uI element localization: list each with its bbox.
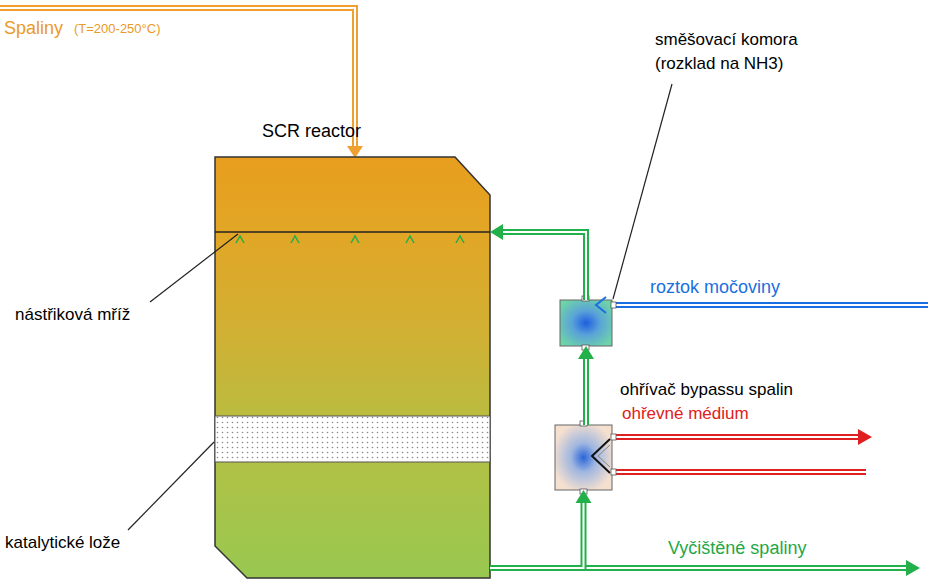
pipe-wall [614, 434, 858, 440]
pipe-wall [583, 358, 589, 425]
urea-pipe [614, 305, 928, 306]
heater-coil [592, 439, 610, 473]
node-heading: SCR reactor [262, 120, 361, 143]
pipe-bore [502, 232, 586, 300]
pipe-connector [578, 346, 594, 425]
pipe-bore [614, 471, 866, 473]
leader-line [613, 84, 672, 299]
arrow-head [490, 224, 503, 240]
nozzle [406, 236, 414, 243]
flow-label: Vyčištěné spaliny [668, 537, 806, 560]
spray-nozzles [236, 236, 464, 243]
pipe-wall [490, 502, 584, 568]
arrow-head [347, 146, 363, 158]
nozzle [236, 236, 244, 243]
nozzle [351, 236, 359, 243]
pipe-bore [585, 358, 587, 425]
arrow-head [858, 429, 872, 445]
part-label: katalytické lože [5, 532, 120, 553]
port [611, 434, 616, 440]
pipe-bore [490, 502, 584, 568]
pipe-bore [614, 304, 928, 306]
pipe-connector [490, 224, 586, 300]
flow-label: ohřevné médium [622, 403, 749, 424]
urea-nozzle [596, 297, 606, 313]
flow-label: roztok močoviny [650, 276, 780, 299]
node-heading: směšovací komora (rozklad na NH3) [655, 28, 825, 76]
inlet-pipe [0, 8, 363, 158]
reactor-vessel: SCR reactor [215, 157, 490, 578]
arrow-head [576, 490, 592, 503]
heater-coil [598, 445, 610, 467]
arrow-head [578, 346, 594, 359]
pipe-bore [614, 436, 858, 438]
temperature-note: (T=200-250°C) [74, 21, 161, 37]
spray-grid [215, 231, 490, 232]
pipe-wall [614, 302, 928, 308]
nozzle [456, 236, 464, 243]
pipe-wall [502, 232, 586, 300]
pipe-wall [614, 469, 866, 475]
reactor-body [215, 157, 490, 578]
mixing-chamber: směšovací komora (rozklad na NH3) [560, 300, 612, 346]
leader-line [150, 234, 238, 302]
heater-body [555, 425, 612, 490]
bypass-heater: ohřívač bypassu spalin [555, 425, 612, 490]
pipe-connector [490, 490, 592, 568]
port [611, 469, 616, 475]
leader-line [128, 442, 214, 530]
nozzle [291, 236, 299, 243]
flow-label: Spaliny [4, 17, 63, 40]
node-heading: ohřívač bypassu spalin [620, 379, 793, 400]
port [611, 302, 616, 308]
part-label: nástřiková mříž [15, 304, 130, 325]
arrow-head [906, 560, 920, 576]
catalyst-bed [215, 416, 490, 462]
heating-pipes [614, 429, 872, 472]
mixing-chamber-body [560, 300, 612, 346]
